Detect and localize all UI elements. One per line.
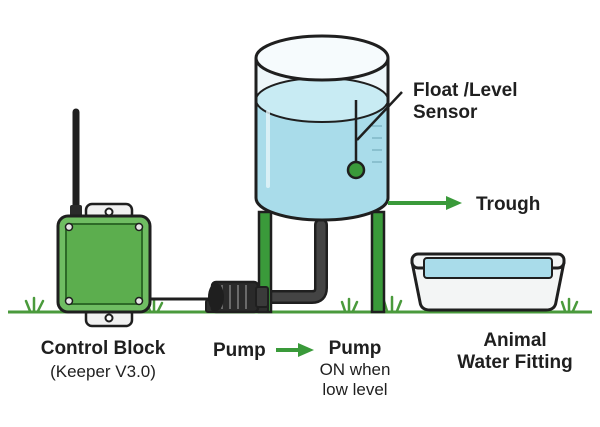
pump-on-label: Pump ON when low level <box>305 338 405 401</box>
pump-flow-arrow <box>276 343 314 357</box>
pump-left-label: Pump <box>213 340 266 361</box>
fitting-label-line2: Water Fitting <box>457 352 573 374</box>
keeper-label: (Keeper V3.0) <box>50 362 156 381</box>
sensor-label-line2: Sensor <box>413 102 478 124</box>
pump-right-label: Pump <box>328 338 382 359</box>
pump-on-line1: ON when <box>319 360 391 380</box>
supply-pipe <box>259 218 328 304</box>
water-trough <box>410 252 566 312</box>
pump-on-line2: low level <box>322 380 388 400</box>
fitting-label: Animal Water Fitting <box>440 330 590 375</box>
float-ball-icon <box>346 160 366 180</box>
pump-motor-icon <box>205 280 269 314</box>
trough-arrow <box>388 196 462 210</box>
control-box <box>56 108 152 328</box>
sensor-callout-line <box>356 91 403 141</box>
sensor-label: Float /Level Sensor <box>413 80 518 125</box>
control-block-label: Control Block <box>40 338 166 359</box>
sensor-label-line1: Float /Level <box>413 80 518 101</box>
tank-leg-right <box>370 210 386 314</box>
trough-label: Trough <box>476 194 541 215</box>
fitting-label-line1: Animal <box>483 330 547 351</box>
